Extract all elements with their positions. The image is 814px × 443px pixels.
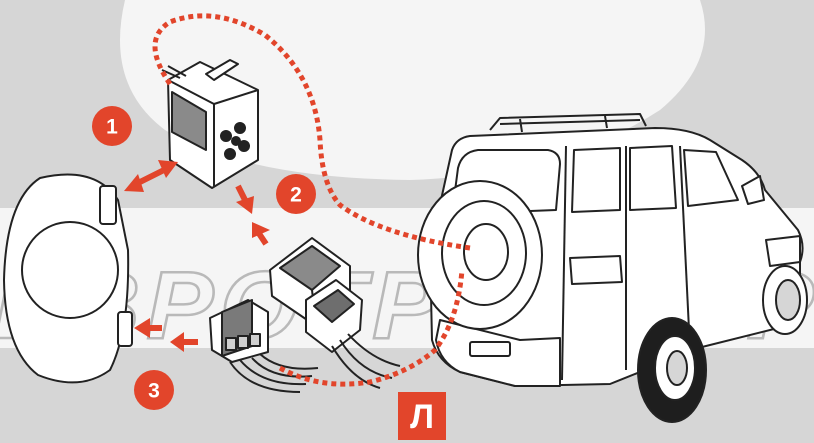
svg-text:1: 1 xyxy=(106,116,118,139)
step-badge-3: 3 xyxy=(134,370,174,410)
step-badge-1: 1 xyxy=(92,106,132,146)
brand-logo: Л xyxy=(398,392,446,440)
svg-text:3: 3 xyxy=(148,380,160,403)
step-badge-2: 2 xyxy=(276,174,316,214)
vehicle-icon xyxy=(418,114,807,422)
svg-text:2: 2 xyxy=(290,184,302,207)
rear-lamp xyxy=(4,174,132,382)
double-arrow-icon xyxy=(124,160,178,192)
svg-text:Л: Л xyxy=(410,398,434,436)
